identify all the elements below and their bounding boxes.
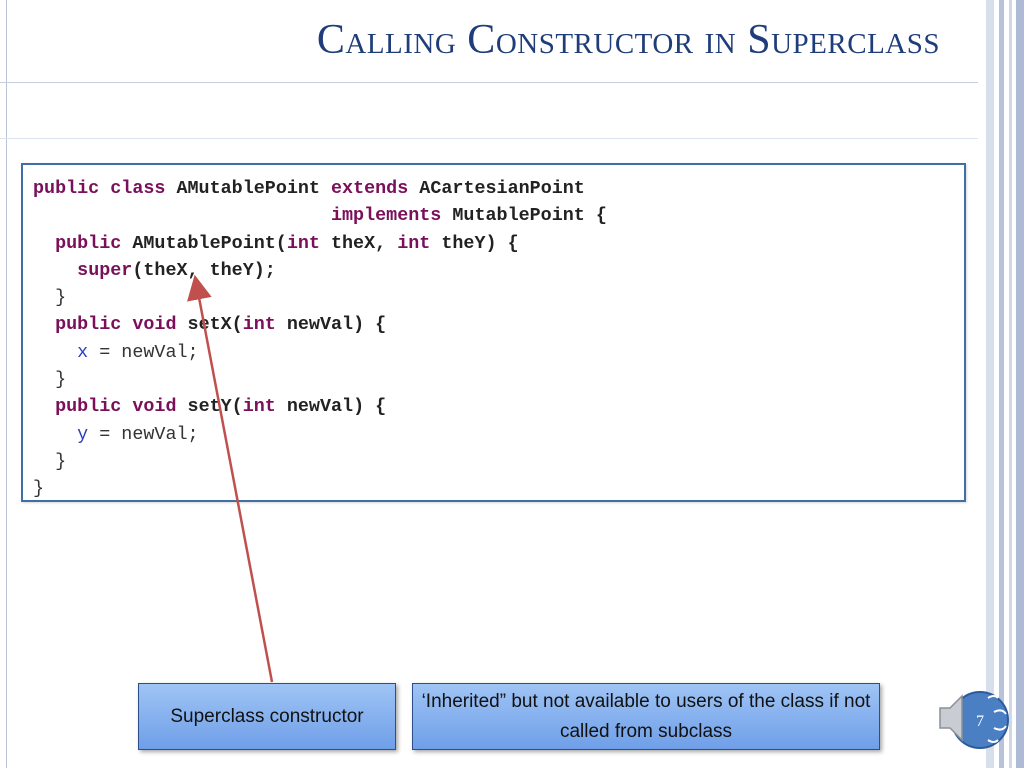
code-line-9: public void setY(int newVal) { xyxy=(55,396,387,418)
code-line-7: x = newVal; xyxy=(77,341,199,363)
code-line-11: } xyxy=(55,450,67,472)
page-number: 7 xyxy=(976,713,984,730)
code-line-3: public AMutablePoint(int theX, int theY)… xyxy=(55,232,519,254)
code-line-10: y = newVal; xyxy=(77,423,199,445)
content-divider xyxy=(0,138,978,139)
code-line-1: public class AMutablePoint extends ACart… xyxy=(33,178,585,199)
code-line-5: } xyxy=(55,287,67,309)
code-line-12: } xyxy=(33,478,45,500)
slide-title: Calling Constructor in Superclass xyxy=(316,17,940,63)
code-line-6: public void setX(int newVal) { xyxy=(55,314,387,336)
title-divider xyxy=(0,82,978,83)
code-block: public class AMutablePoint extends ACart… xyxy=(21,163,966,502)
code-listing: public class AMutablePoint extends ACart… xyxy=(33,175,607,503)
right-decorative-stripes xyxy=(978,0,1024,768)
inherited-note-callout: ‘Inherited” but not available to users o… xyxy=(412,683,880,750)
superclass-constructor-callout: Superclass constructor xyxy=(138,683,396,750)
code-line-2: implements MutablePoint { xyxy=(330,205,607,227)
code-line-4: super(theX, theY); xyxy=(77,259,276,281)
code-line-8: } xyxy=(55,369,67,391)
speaker-icon[interactable]: 7 xyxy=(936,682,1016,752)
left-decorative-rule xyxy=(6,0,7,768)
